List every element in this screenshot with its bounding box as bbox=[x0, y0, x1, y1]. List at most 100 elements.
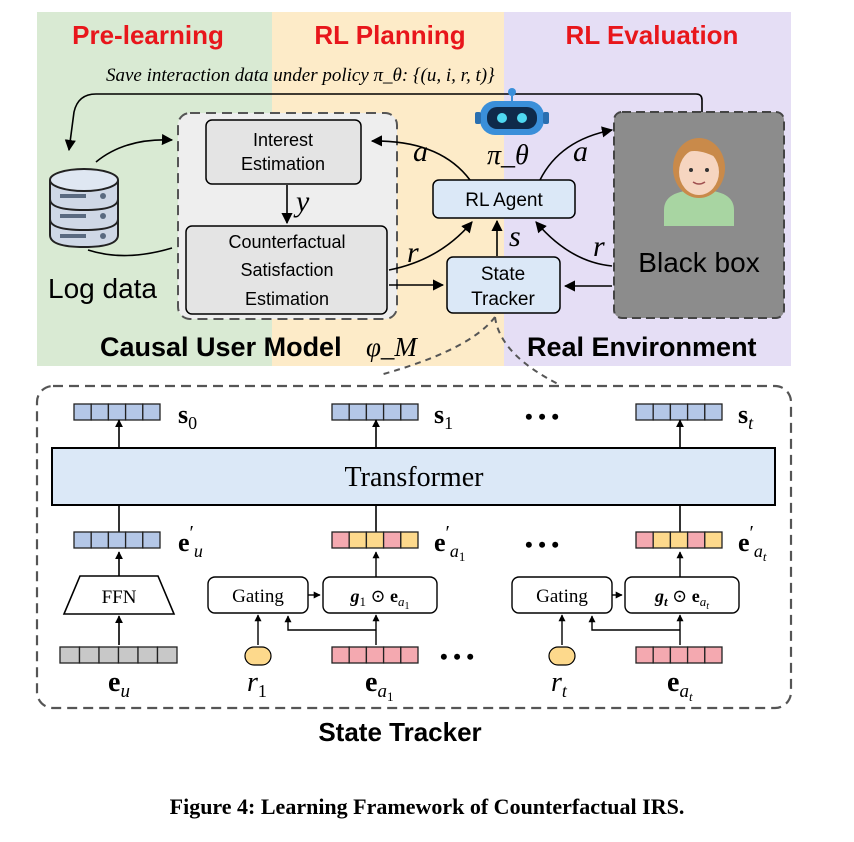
db-to-model-arrow bbox=[95, 133, 174, 163]
vector-cell bbox=[382, 531, 402, 549]
vector-cell bbox=[348, 646, 368, 664]
vector-cell bbox=[137, 646, 159, 664]
counterfactual-line1: Counterfactual bbox=[228, 232, 345, 252]
transformer-label: Transformer bbox=[345, 462, 485, 493]
vector-cell bbox=[382, 646, 402, 664]
policy-symbol: π_θ bbox=[487, 140, 529, 171]
save-caption-formula: π_θ: {(u, i, r, t)} bbox=[374, 65, 496, 86]
embedding-vector-at bbox=[635, 531, 723, 549]
output-vector-st bbox=[635, 403, 723, 421]
ffn-label: FFN bbox=[102, 587, 137, 608]
log-data-label: Log data bbox=[48, 273, 157, 304]
vector-cell bbox=[635, 403, 654, 421]
reward-node-t bbox=[548, 646, 576, 666]
causal-user-model-symbol: φ_M bbox=[366, 332, 418, 362]
figure-caption: Figure 4: Learning Framework of Counterf… bbox=[170, 794, 685, 819]
vector-cell bbox=[90, 403, 110, 421]
person-avatar-icon bbox=[664, 138, 734, 226]
gate-branch-t bbox=[588, 615, 680, 631]
counterfactual-estimation-box bbox=[185, 225, 388, 315]
robot-icon bbox=[475, 88, 549, 135]
vector-cell bbox=[142, 403, 161, 421]
vector-cell bbox=[686, 403, 706, 421]
state-tracker-title: State Tracker bbox=[318, 717, 481, 747]
save-caption-text: Save interaction data under policy bbox=[106, 65, 374, 86]
vector-cell bbox=[365, 646, 385, 664]
vector-cell bbox=[400, 531, 419, 549]
vector-cell bbox=[652, 646, 672, 664]
input-ellipsis: • • • bbox=[440, 644, 474, 669]
interest-estimation-box bbox=[205, 119, 362, 185]
embedding-ellipsis: • • • bbox=[525, 532, 559, 557]
gate-product-box-1 bbox=[322, 576, 438, 614]
embedding-vector-u bbox=[73, 531, 161, 549]
vector-cell bbox=[669, 403, 689, 421]
pre-learning-title: Pre-learning bbox=[72, 20, 224, 50]
vector-cell bbox=[73, 531, 92, 549]
save-loop-arrow bbox=[64, 93, 703, 152]
vector-cell bbox=[686, 531, 706, 549]
vector-cell bbox=[652, 531, 672, 549]
interest-estimation-line1: Interest bbox=[253, 130, 313, 150]
rl-evaluation-title: RL Evaluation bbox=[566, 20, 739, 50]
vector-cell bbox=[704, 403, 723, 421]
agent-to-env-arrow bbox=[539, 126, 614, 181]
save-caption: Save interaction data under policy π_θ: … bbox=[106, 65, 495, 86]
env-to-agent-arrow bbox=[535, 221, 613, 267]
gating-label-1: Gating bbox=[232, 586, 284, 607]
a-right-label: a bbox=[573, 135, 588, 168]
gate-product-t: gt ⊙ eat bbox=[654, 586, 709, 612]
a-left-label: a bbox=[413, 135, 428, 168]
rl-agent-box bbox=[432, 179, 576, 219]
vector-cell bbox=[142, 531, 161, 549]
black-box-label: Black box bbox=[638, 247, 759, 278]
embedding-vector-a1 bbox=[331, 531, 419, 549]
causal-user-model-text: Causal User Model bbox=[100, 332, 342, 362]
vector-cell bbox=[98, 646, 120, 664]
vector-cell bbox=[124, 403, 144, 421]
vector-cell bbox=[382, 403, 402, 421]
transformer-block bbox=[51, 447, 776, 506]
vector-cell bbox=[107, 403, 127, 421]
gate-branch-1 bbox=[284, 615, 376, 631]
ffn-block bbox=[62, 575, 176, 615]
vector-cell bbox=[635, 531, 654, 549]
vector-cell bbox=[73, 403, 92, 421]
rl-agent-label: RL Agent bbox=[465, 190, 543, 211]
gate-product-1: g1 ⊙ ea1 bbox=[349, 586, 409, 612]
y-label: y bbox=[293, 185, 310, 218]
interest-estimation-line2: Estimation bbox=[241, 154, 325, 174]
output-ellipsis: • • • bbox=[525, 404, 559, 429]
input-vector-a1 bbox=[331, 646, 419, 664]
state-tracker-box bbox=[446, 256, 561, 314]
input-vector-u bbox=[59, 646, 178, 664]
vector-cell bbox=[635, 646, 654, 664]
vector-cell bbox=[686, 646, 706, 664]
vector-cell bbox=[117, 646, 139, 664]
vector-cell bbox=[90, 531, 110, 549]
gate-product-box-t bbox=[624, 576, 740, 614]
vector-cell bbox=[348, 531, 368, 549]
vector-cell bbox=[400, 403, 419, 421]
vector-cell bbox=[156, 646, 178, 664]
vector-cell bbox=[331, 531, 350, 549]
r-right-label: r bbox=[593, 230, 605, 263]
vector-cell bbox=[669, 531, 689, 549]
output-vector-s1 bbox=[331, 403, 419, 421]
vector-cell bbox=[78, 646, 100, 664]
vector-cell bbox=[704, 531, 723, 549]
reward-node-1 bbox=[244, 646, 272, 666]
vector-cell bbox=[365, 403, 385, 421]
db-to-model-lower-arrow bbox=[87, 247, 173, 257]
vector-cell bbox=[124, 531, 144, 549]
model-to-agent-arrow bbox=[388, 221, 473, 271]
state-tracker-line1: State bbox=[481, 264, 525, 285]
vector-cell bbox=[348, 403, 368, 421]
vector-cell bbox=[652, 403, 672, 421]
counterfactual-line2: Satisfaction bbox=[240, 260, 333, 280]
database-icon bbox=[49, 168, 119, 249]
counterfactual-line3: Estimation bbox=[245, 289, 329, 309]
real-environment-label: Real Environment bbox=[527, 332, 757, 362]
gating-label-t: Gating bbox=[536, 586, 588, 607]
